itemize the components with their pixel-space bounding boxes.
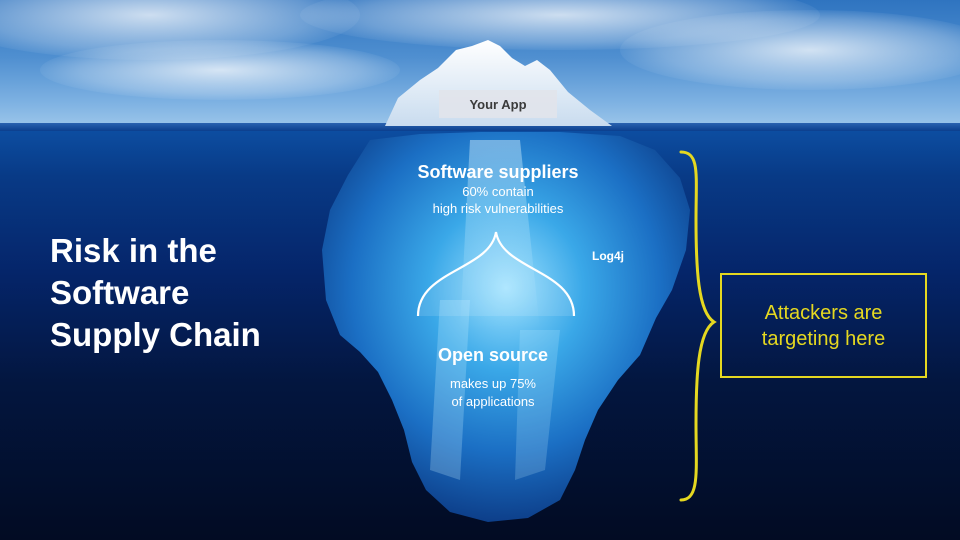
open-source-line-1: makes up 75% (450, 376, 536, 391)
slide-title: Risk in the Software Supply Chain (50, 230, 320, 356)
your-app-text: Your App (469, 96, 527, 112)
title-line: Supply Chain (50, 316, 261, 353)
open-source-line-2: of applications (451, 394, 535, 409)
dome-outline (416, 231, 576, 317)
callout-line-2: targeting here (761, 327, 886, 350)
callout-line-1: Attackers are (764, 301, 883, 324)
your-app-label: Your App (439, 90, 557, 118)
waterline (0, 123, 960, 131)
attackers-callout: Attackers are targeting here (720, 273, 927, 378)
suppliers-heading: Software suppliers (417, 162, 579, 182)
title-line: Risk in the (50, 232, 217, 269)
suppliers-line-1: 60% contain (462, 184, 534, 199)
suppliers-line-2: high risk vulnerabilities (432, 201, 564, 216)
log4j-label: Log4j (592, 249, 624, 263)
title-line: Software (50, 274, 190, 311)
open-source-heading: Open source (437, 345, 549, 365)
sky (0, 0, 960, 127)
curly-brace (679, 150, 717, 502)
